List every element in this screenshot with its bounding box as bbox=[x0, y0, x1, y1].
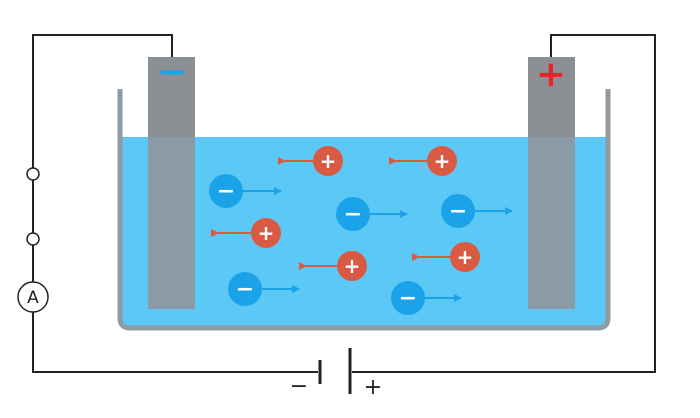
battery-negative-label: − bbox=[290, 374, 308, 399]
negative-ion: − bbox=[209, 174, 282, 208]
svg-text:−: − bbox=[399, 286, 417, 311]
svg-text:−: − bbox=[236, 277, 254, 302]
terminal-dot-upper bbox=[26, 167, 40, 181]
wire-left bbox=[32, 34, 173, 172]
svg-text:−: − bbox=[344, 202, 362, 227]
wire-left-bottom bbox=[32, 312, 318, 373]
svg-text:+: + bbox=[320, 149, 337, 173]
svg-text:+: + bbox=[344, 254, 361, 278]
wire-right bbox=[352, 34, 656, 373]
negative-ion: − bbox=[228, 272, 300, 306]
anode-electrode bbox=[528, 57, 575, 309]
ammeter: A bbox=[17, 281, 49, 313]
svg-text:−: − bbox=[217, 179, 235, 204]
svg-text:−: − bbox=[449, 199, 467, 224]
positive-ion: + bbox=[299, 251, 367, 281]
battery-positive-label: + bbox=[364, 375, 382, 400]
positive-ion: + bbox=[389, 146, 457, 176]
terminal-dot-lower bbox=[26, 232, 40, 246]
positive-ion: + bbox=[211, 218, 281, 248]
ammeter-label: A bbox=[27, 288, 39, 308]
circuit-wire bbox=[32, 34, 656, 373]
container bbox=[117, 89, 611, 331]
anode-sign: + bbox=[536, 54, 566, 95]
positive-ion: + bbox=[278, 146, 343, 176]
svg-text:+: + bbox=[457, 245, 474, 269]
cathode-sign: − bbox=[157, 52, 187, 93]
positive-ion: + bbox=[412, 242, 480, 272]
svg-text:+: + bbox=[434, 149, 451, 173]
negative-ion: − bbox=[336, 197, 408, 231]
negative-ion: − bbox=[391, 281, 462, 315]
negative-ion: − bbox=[441, 194, 513, 228]
cathode-electrode bbox=[148, 57, 195, 309]
battery bbox=[318, 348, 352, 394]
svg-text:+: + bbox=[258, 221, 275, 245]
